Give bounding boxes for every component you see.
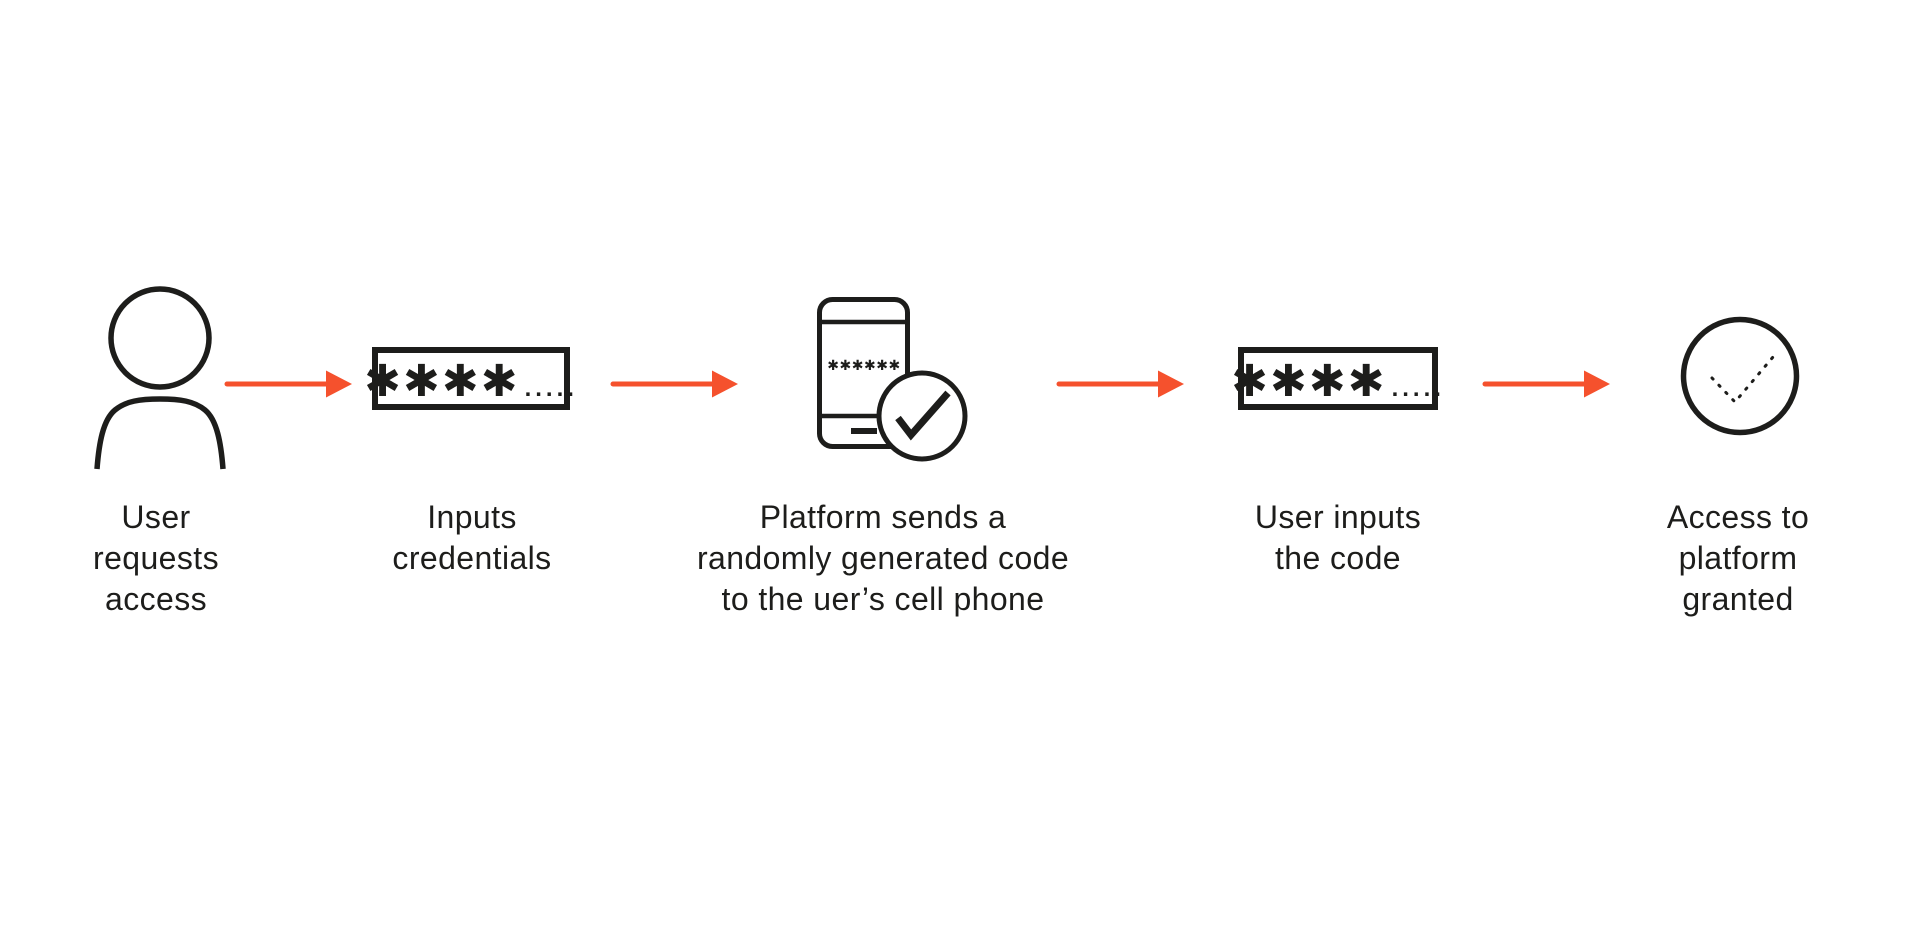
person-icon bbox=[94, 286, 226, 470]
flow-arrow-2 bbox=[610, 370, 738, 398]
flow-arrow-4 bbox=[1482, 370, 1610, 398]
password-cursor-dots: ..... bbox=[524, 374, 578, 402]
caption-user-inputs-code: User inputs the code bbox=[1254, 499, 1422, 576]
caption-platform-sends-code: Platform sends a randomly generated code… bbox=[696, 499, 1070, 617]
check-icon bbox=[895, 390, 951, 441]
check-badge-circle bbox=[876, 370, 968, 462]
flow-arrow-1 bbox=[224, 370, 352, 398]
phone-code-text: ✱✱✱✱✱✱ bbox=[827, 358, 900, 374]
flow-arrow-3 bbox=[1056, 370, 1184, 398]
password-field: ✱✱✱✱..... bbox=[364, 347, 574, 410]
caption-inputs-credentials: Inputs credentials bbox=[392, 499, 552, 576]
caption-access-granted: Access to platform granted bbox=[1666, 499, 1810, 617]
masked-password-text: ✱✱✱✱ bbox=[364, 355, 520, 407]
code-entry-field: ✱✱✱✱..... bbox=[1231, 347, 1441, 410]
dotted-check-icon bbox=[1710, 355, 1775, 405]
code-cursor-dots: ..... bbox=[1391, 374, 1445, 402]
access-granted-circle-icon bbox=[1680, 316, 1800, 436]
phone-verification-icon: ✱✱✱✱✱✱ bbox=[817, 297, 968, 462]
masked-code-text: ✱✱✱✱ bbox=[1231, 355, 1387, 407]
caption-user-requests-access: User requests access bbox=[93, 499, 219, 617]
